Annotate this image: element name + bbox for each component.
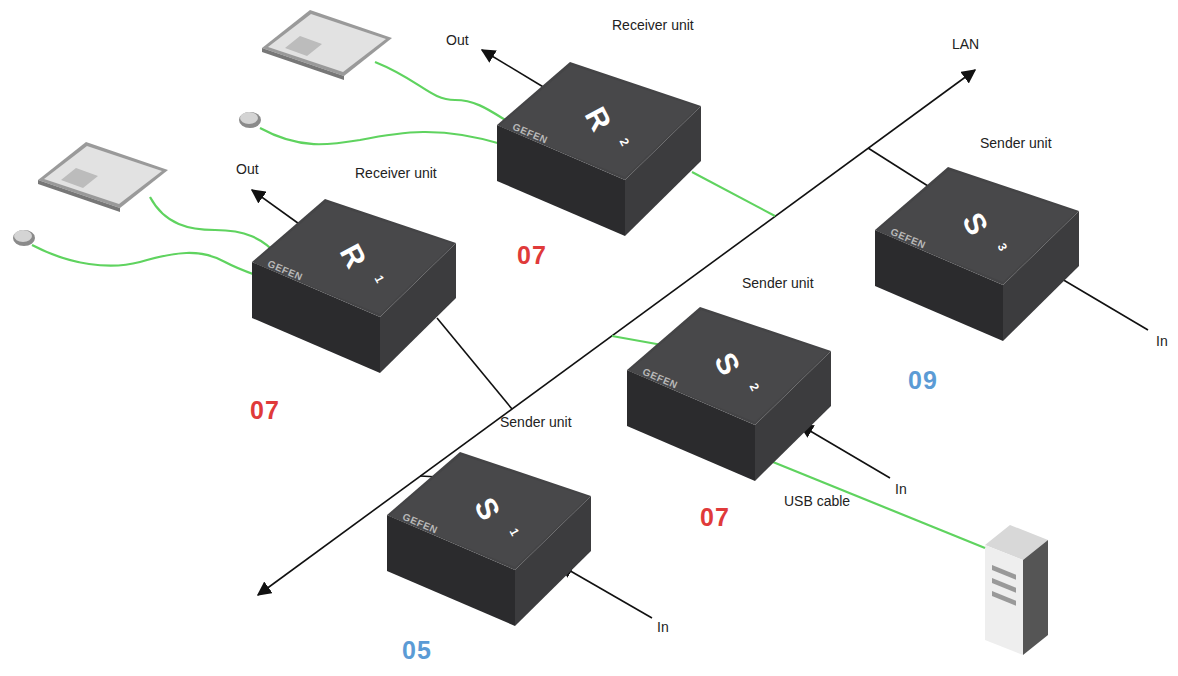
part-label: Receiver unit (612, 18, 694, 32)
part-label: Sender unit (500, 415, 572, 429)
part-label: In (1156, 334, 1168, 348)
box-face (252, 199, 456, 317)
part-label: Sender unit (980, 136, 1052, 150)
in-arrow (800, 425, 890, 478)
callout-number: 07 (250, 398, 280, 423)
box-face (499, 65, 698, 177)
callout-number: 05 (402, 638, 432, 663)
box-face (629, 310, 828, 422)
box-face (389, 455, 588, 567)
usb-cable (768, 460, 985, 548)
box-face (875, 167, 1079, 285)
part-label: USB cable (784, 494, 850, 508)
keyboard (262, 10, 392, 80)
callout-number: 09 (908, 368, 938, 393)
in-arrow (1050, 272, 1148, 330)
usb-cable (260, 128, 505, 145)
device-box: GEFENR2 (495, 60, 703, 238)
usb-cable (375, 62, 522, 130)
device-box-shape (250, 197, 458, 375)
part-label: Out (446, 33, 469, 47)
keyboard (38, 142, 168, 212)
part-label: Out (236, 162, 259, 176)
device-box-shape (625, 305, 833, 483)
box-face (877, 170, 1076, 282)
device-box-shape (495, 60, 703, 238)
part-label: In (895, 482, 907, 496)
device-box-shape (873, 165, 1081, 343)
part-label: Sender unit (742, 276, 814, 290)
part-label: Receiver unit (355, 166, 437, 180)
part-label: In (657, 620, 669, 634)
lan-branch (692, 172, 775, 216)
out-arrow (252, 190, 302, 226)
box-face (627, 307, 831, 425)
box-face (497, 62, 701, 180)
lan-branch (437, 318, 512, 409)
computer-tower (985, 525, 1048, 655)
out-arrow (482, 50, 545, 88)
device-box-shape (385, 450, 593, 628)
callout-number: 07 (700, 505, 730, 530)
box-face (387, 452, 591, 570)
mouse (239, 112, 261, 128)
in-arrow (560, 565, 652, 618)
device-box: GEFENS2 (625, 305, 833, 483)
callout-number: 07 (517, 243, 547, 268)
device-box: GEFENS3 (873, 165, 1081, 343)
box-face (254, 202, 453, 314)
part-label: LAN (952, 37, 979, 51)
device-box: GEFENS1 (385, 450, 593, 628)
usb-cable (32, 245, 270, 280)
mouse (13, 230, 35, 246)
device-box: GEFENR1 (250, 197, 458, 375)
